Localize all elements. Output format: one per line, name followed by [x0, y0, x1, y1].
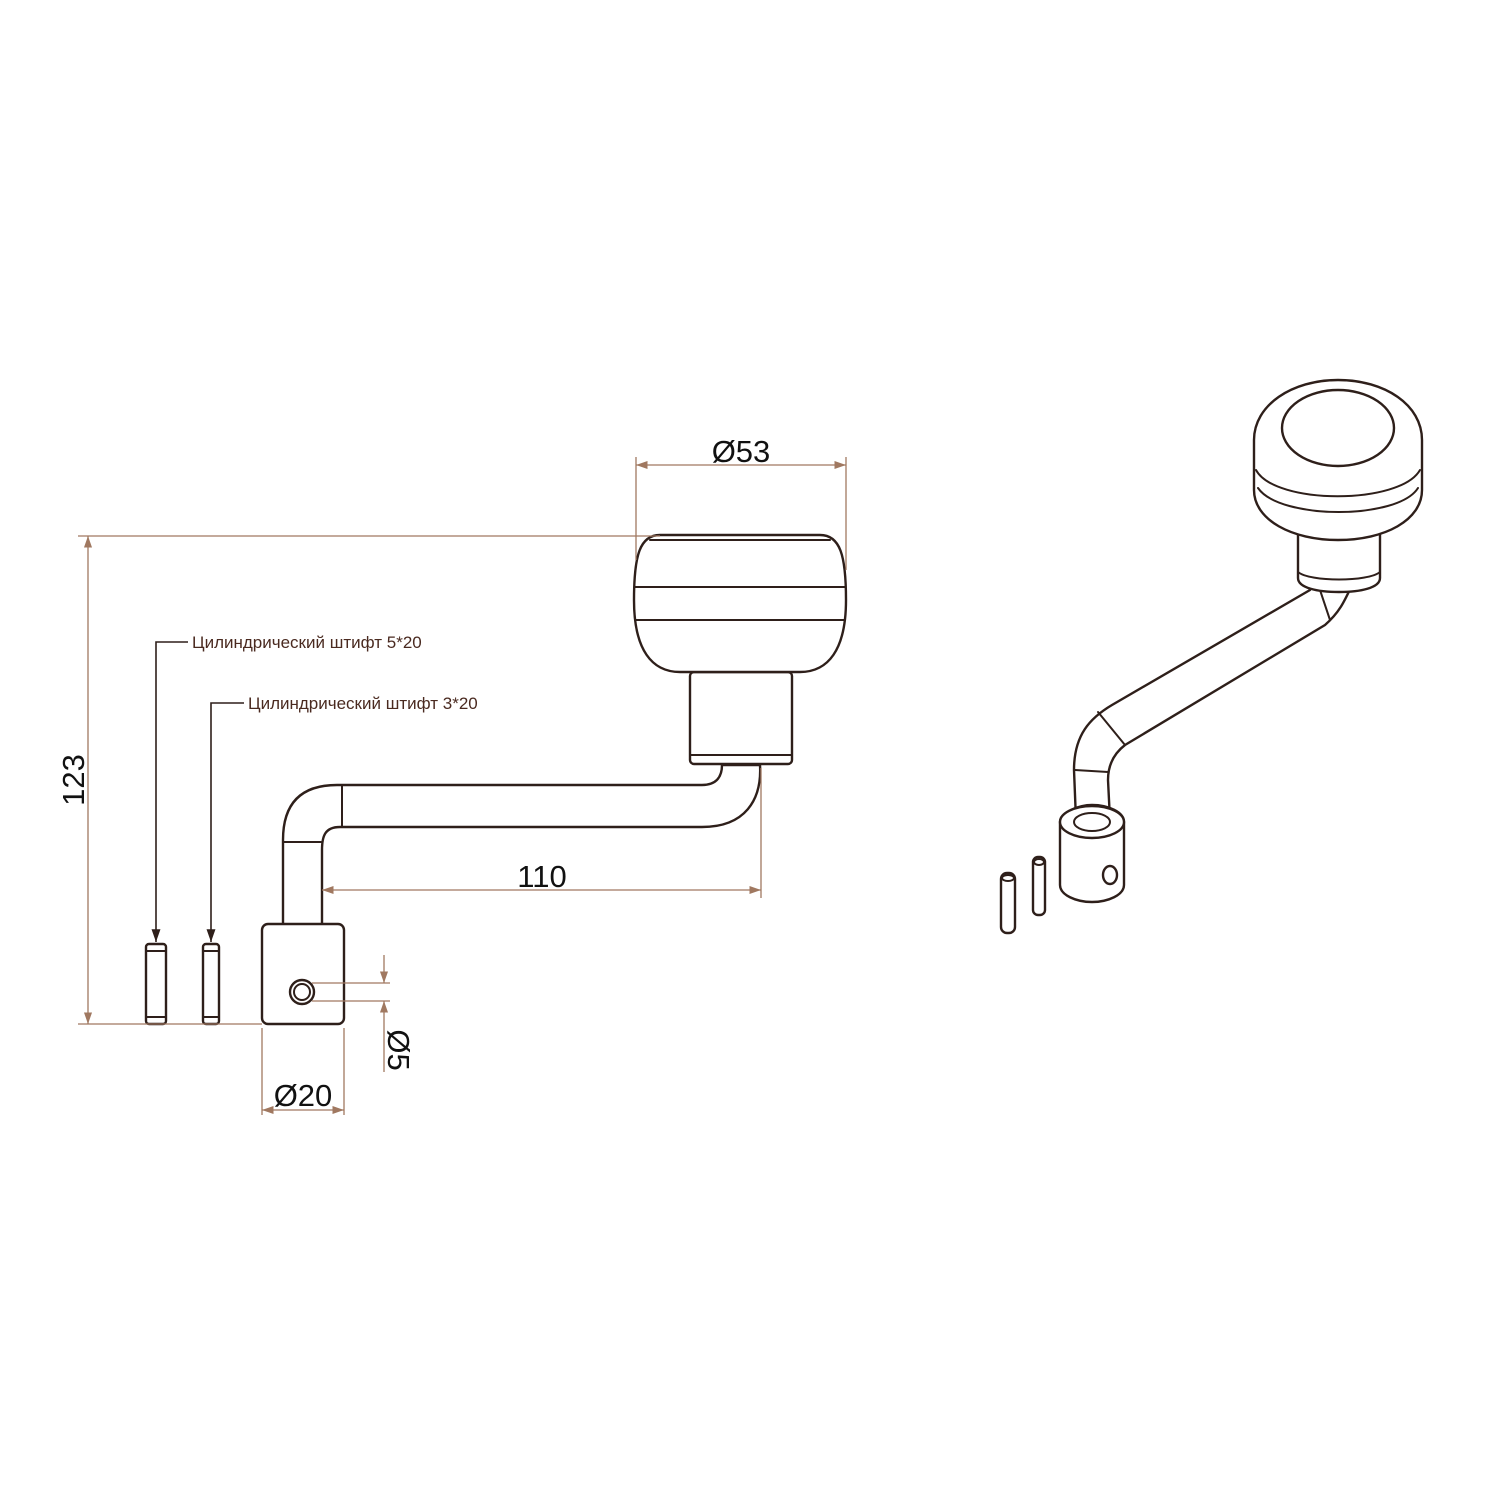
dim-knob-diameter: Ø53 — [712, 434, 771, 469]
isometric-view — [999, 378, 1424, 935]
callout-pin-large: Цилиндрический штифт 5*20 — [192, 633, 422, 652]
leader-pin-large — [151, 641, 188, 942]
crank-arm — [281, 763, 762, 927]
knob-neck — [688, 670, 794, 766]
iso-cross-hole — [1101, 864, 1119, 886]
cross-hole-inner — [293, 983, 311, 1001]
leader-pin-small — [206, 702, 244, 942]
callout-pin-small: Цилиндрический штифт 3*20 — [248, 694, 478, 713]
pin-5x20 — [144, 942, 168, 1026]
dim-crank-offset: 110 — [517, 859, 566, 894]
iso-pin-large — [999, 871, 1017, 935]
iso-pin-small — [1031, 855, 1047, 917]
dim-overall-height: 123 — [56, 754, 91, 806]
iso-knob-top — [1280, 388, 1396, 468]
sleeve — [260, 922, 346, 1026]
dim-sleeve-diameter: Ø20 — [274, 1078, 333, 1113]
knob-body — [632, 533, 848, 674]
pin-3x20 — [201, 942, 221, 1026]
iso-crank-arm — [1072, 583, 1354, 822]
dim-hole-diameter: Ø5 — [381, 1029, 416, 1070]
front-view: Цилиндрический штифт 5*20 Цилиндрический… — [56, 434, 848, 1115]
